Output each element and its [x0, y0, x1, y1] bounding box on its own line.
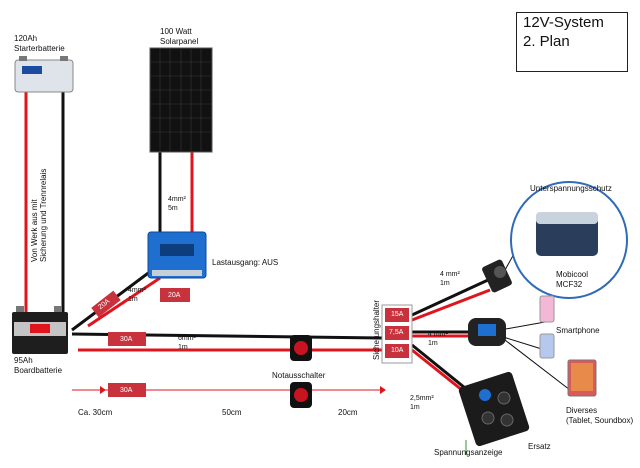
voltage-display-label: Spannungsanzeige [434, 448, 503, 457]
solar-panel-label: 100 Watt Solarpanel [160, 27, 199, 46]
negative-wires [61, 92, 489, 394]
factory-note: Von Werk aus mit Sicherung und Trennrela… [30, 168, 48, 262]
fridge-cable-label: 4 mm² 1m [440, 271, 460, 287]
fridge-icon [510, 181, 628, 299]
solar-panel-icon [149, 47, 213, 153]
fuse-label-7-5a: 7,5A [389, 329, 404, 336]
fridge-label: Mobicool MCF32 [556, 270, 589, 289]
load-output-label: Lastausgang: AUS [212, 258, 279, 267]
usb-socket-icon [468, 318, 506, 346]
fuse-box-controller [160, 288, 190, 302]
length-arrowhead-mid [100, 386, 106, 394]
panel-cable-label: 2,5mm² 1m [410, 395, 434, 411]
fuse-label-main: 30A [120, 336, 133, 343]
fuse-holder-label: Sicherungshalter [372, 299, 381, 360]
title-box: 12V-System 2. Plan [516, 12, 628, 72]
tablet-icon [567, 359, 597, 397]
fuse-holder-icon [381, 304, 413, 364]
solar-cable-label: 4mm² 5m [168, 196, 186, 212]
starter-battery-icon [14, 56, 74, 93]
title-line-2: 2. Plan [523, 33, 570, 50]
board-battery-icon [12, 306, 68, 354]
misc-label: Diverses (Tablet, Soundbox) [566, 406, 634, 425]
smartphone-label: Smartphone [556, 326, 600, 335]
title-line-1: 12V-System [523, 14, 604, 31]
length-c: 20cm [338, 408, 358, 417]
inline-fuse-main [108, 332, 146, 346]
fuse-label-15a: 15A [391, 311, 404, 318]
inline-fuse-controller [91, 290, 121, 318]
length-b: 50cm [222, 408, 242, 417]
main-cable-label: 6mm² 1m [178, 335, 196, 351]
12v-socket-icon [482, 259, 512, 293]
length-arrowhead [380, 386, 386, 394]
smartphone-icon [539, 295, 555, 359]
fuse-label-10a: 10A [391, 347, 404, 354]
fuse-label-controller-box: 20A [168, 292, 181, 299]
fuse-label-legend: 30A [120, 387, 133, 394]
emergency-switch-legend-icon [290, 382, 312, 408]
board-battery-label: 95Ah Boardbatterie [14, 356, 63, 375]
starter-battery-label: 120Ah Starterbatterie [14, 34, 65, 53]
controller-cable-label: 4mm² 1m [128, 287, 146, 303]
usb-cable-label: 4 mm² 1m [428, 331, 448, 347]
inline-fuse-legend [108, 383, 146, 397]
charge-controller-icon [147, 231, 207, 279]
undervoltage-label: Unterspannungsschutz [530, 184, 612, 193]
spare-label: Ersatz [528, 442, 551, 451]
emergency-switch-icon [290, 335, 312, 361]
emergency-switch-label: Notausschalter [272, 371, 326, 380]
switch-panel-icon [458, 371, 530, 447]
length-a: Ca. 30cm [78, 408, 113, 417]
